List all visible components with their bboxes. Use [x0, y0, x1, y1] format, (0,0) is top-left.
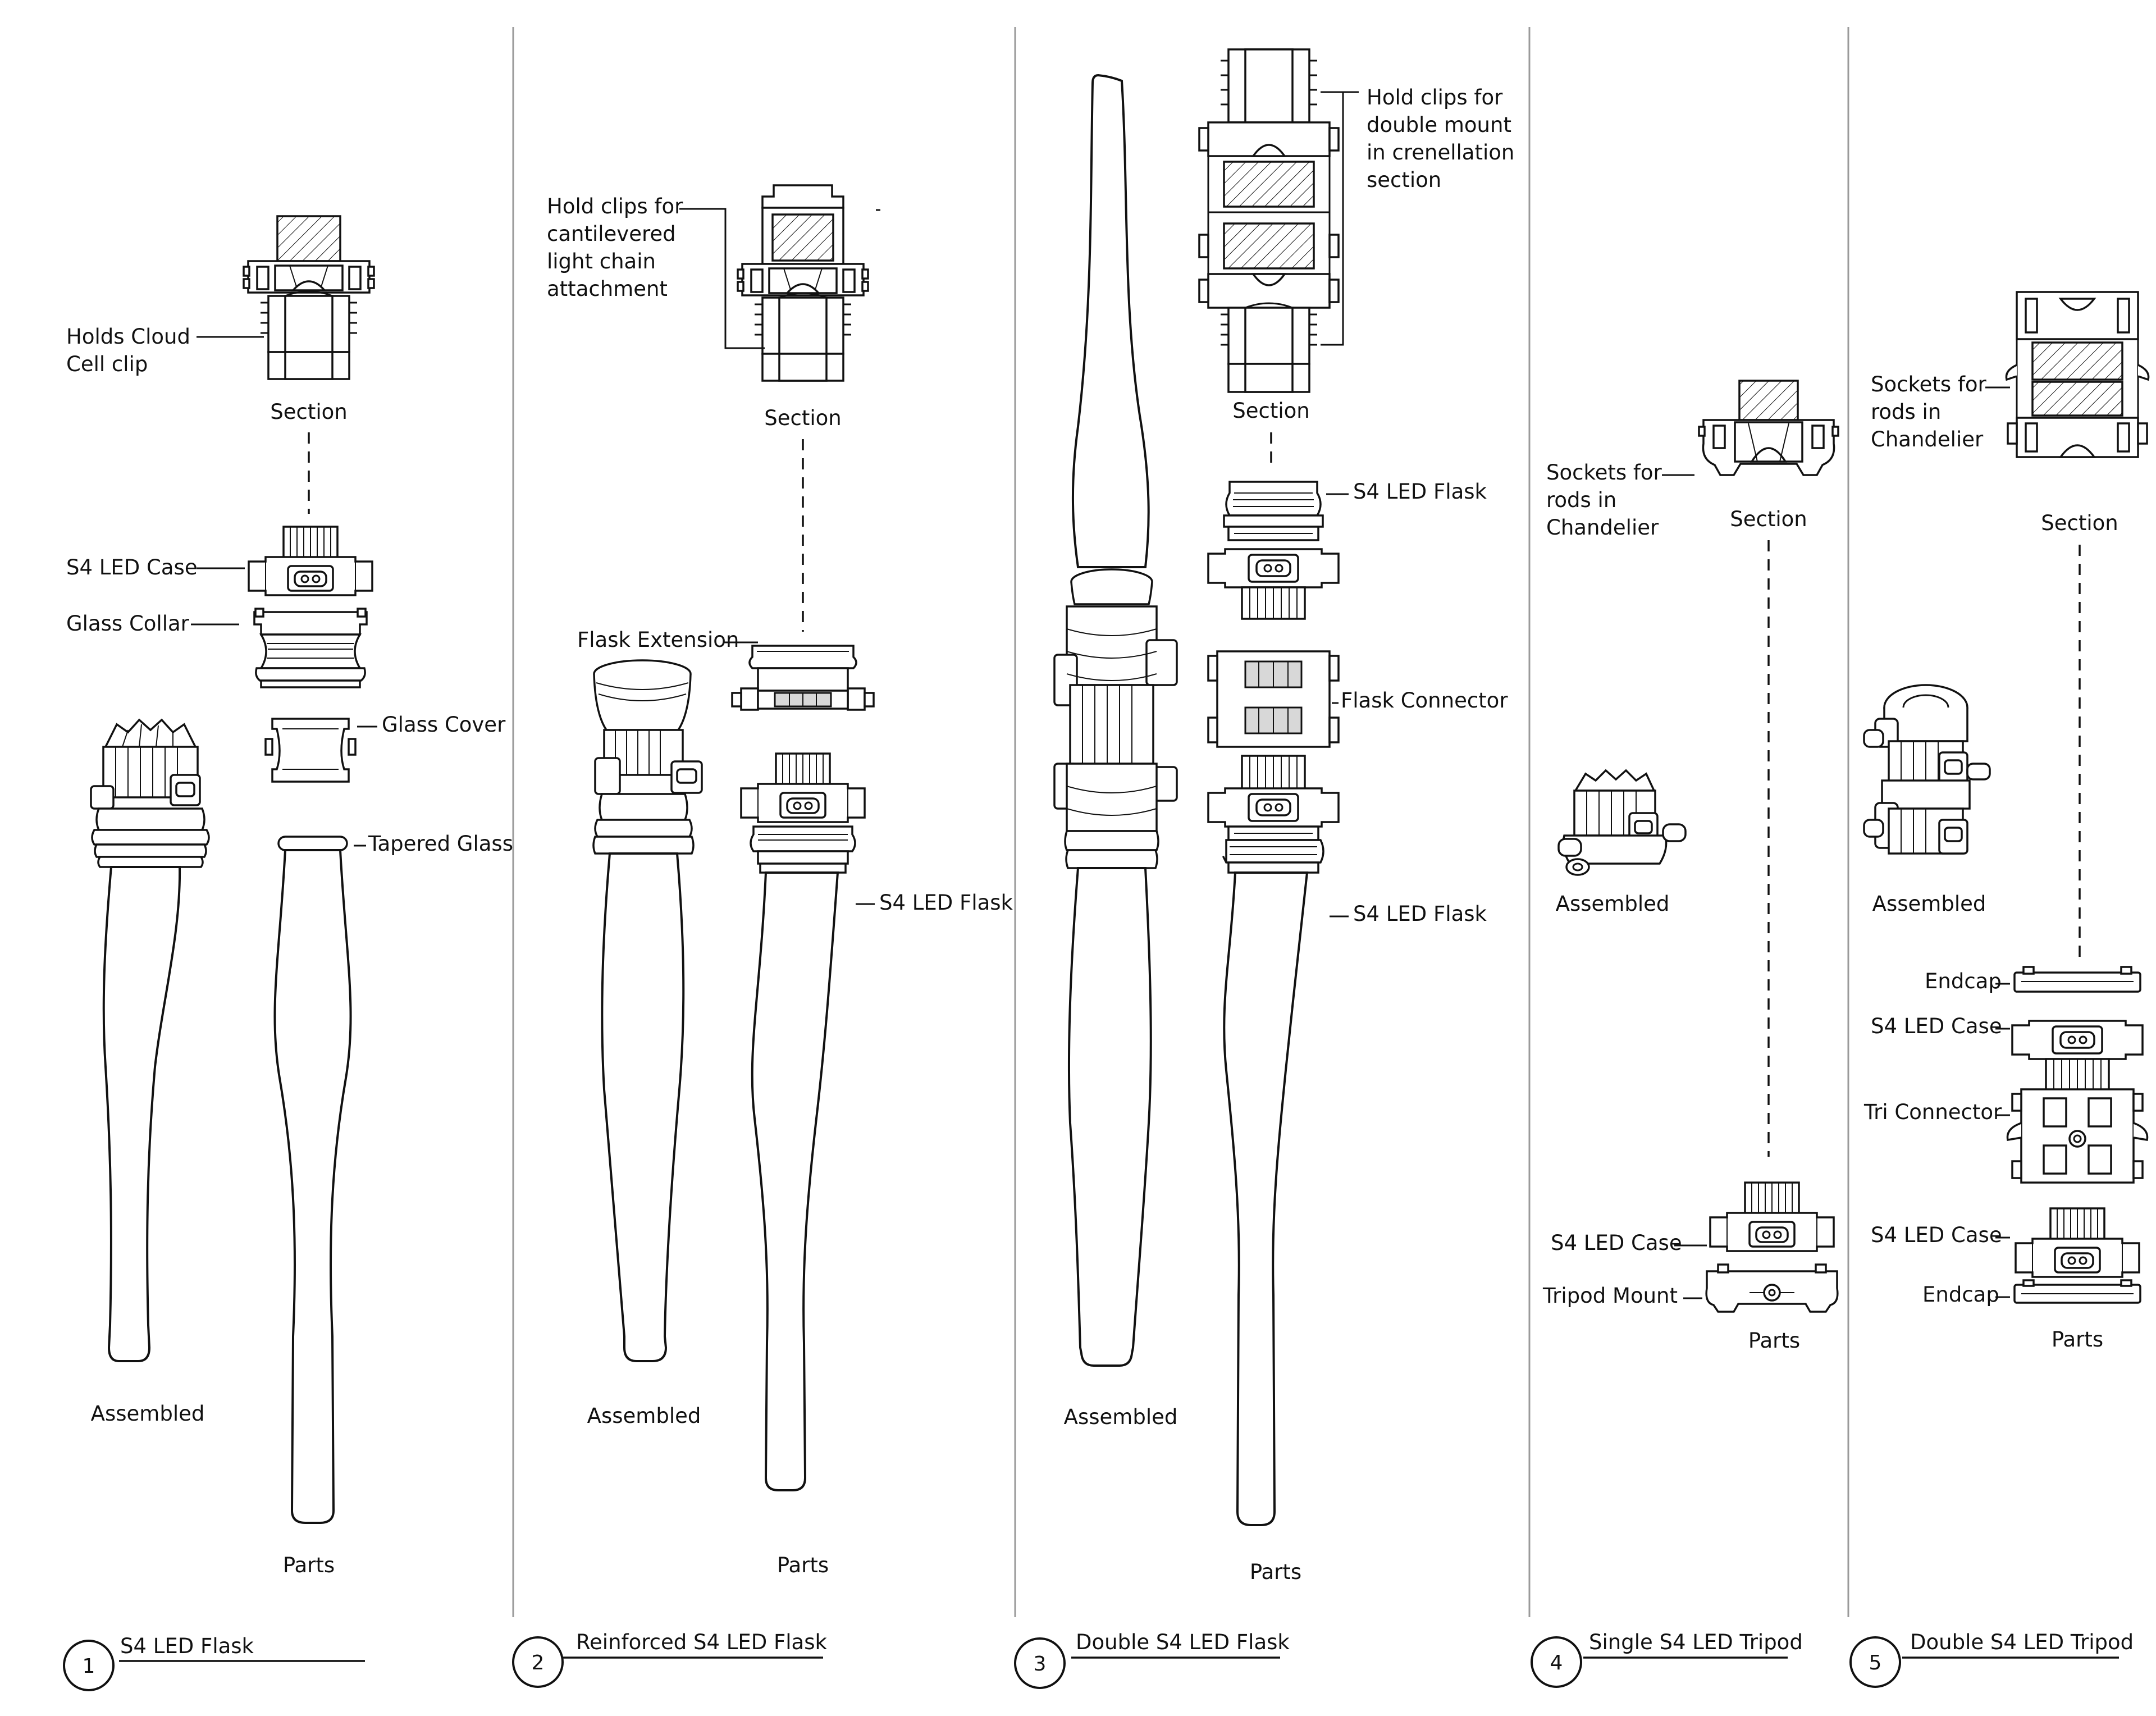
s4-led-case-label: S4 LED Case	[1551, 1231, 1682, 1255]
holds-cloud-label-line2: Cell clip	[66, 352, 148, 376]
s4-led-case-bottom-label: S4 LED Case	[1871, 1223, 2002, 1247]
section-label: Section	[1730, 507, 1807, 531]
hold-clips-label: Hold clips for	[547, 194, 683, 218]
parts-label: Parts	[1250, 1560, 1301, 1584]
flask-connector-label: Flask Connector	[1341, 688, 1508, 713]
sockets-label-line3: Chandelier	[1871, 427, 1984, 451]
parts-label: Parts	[283, 1553, 335, 1577]
panel-title: Double S4 LED Tripod	[1910, 1630, 2134, 1654]
section-label: Section	[270, 400, 347, 424]
panel-number-badge	[1014, 1637, 1066, 1689]
section-drawing	[737, 184, 869, 382]
assembled-double-flask	[1053, 74, 1178, 1367]
s4-led-case-bottom-part	[2015, 1207, 2140, 1278]
panel-title: Single S4 LED Tripod	[1589, 1630, 1803, 1654]
tri-connector-label: Tri Connector	[1863, 1100, 2002, 1124]
s4-led-flask-label: S4 LED Flask	[879, 891, 1013, 915]
panel-number: 2	[532, 1651, 545, 1674]
panel-number: 1	[83, 1655, 95, 1678]
assembled-flask	[90, 719, 210, 1362]
s4-led-flask-top-label: S4 LED Flask	[1353, 480, 1487, 504]
sockets-label-line2: rods in	[1546, 488, 1616, 512]
tri-connector-part	[2006, 1088, 2149, 1184]
s4-led-case-top-label: S4 LED Case	[1871, 1014, 2002, 1038]
hold-clips-label-line2: cantilevered	[547, 222, 676, 246]
section-label: Section	[764, 406, 841, 430]
section-drawing	[2005, 291, 2150, 458]
panel-title: Reinforced S4 LED Flask	[576, 1630, 828, 1654]
assembled-tripod	[1557, 769, 1687, 876]
parts-label: Parts	[2052, 1327, 2103, 1352]
tapered-glass-label: Tapered Glass	[368, 832, 513, 856]
hold-clips-label: Hold clips for	[1367, 85, 1503, 109]
tripod-mount-part	[1705, 1263, 1839, 1313]
section-drawing	[1198, 48, 1340, 393]
section-label: Section	[1232, 399, 1309, 423]
hold-clips-label-line3: in crenellation	[1367, 140, 1514, 165]
panel-title: S4 LED Flask	[120, 1634, 254, 1658]
s4-led-flask-bottom-label: S4 LED Flask	[1353, 902, 1487, 926]
flask-extension-label: Flask Extension	[577, 628, 739, 652]
assembled-label: Assembled	[91, 1402, 205, 1426]
sockets-label-line2: rods in	[1871, 400, 1941, 424]
led-case-part	[740, 752, 866, 823]
assembled-label: Assembled	[1556, 892, 1670, 916]
panel-double-s4-led-flask: Hold clips for double mount in crenellat…	[1014, 48, 1514, 1689]
s4-led-flask-top-part	[1207, 481, 1340, 620]
flask-connector-part	[1207, 650, 1340, 748]
panel-number-badge	[63, 1640, 115, 1691]
panel-reinforced-s4-led-flask: Section Hold clips for cantilevered ligh…	[512, 184, 1013, 1688]
panel-title: Double S4 LED Flask	[1076, 1630, 1290, 1654]
s4-led-case-top-part	[2011, 1020, 2144, 1098]
panel-double-s4-led-tripod: Sockets for rods in Chandelier Section	[1849, 291, 2150, 1688]
section-drawing	[243, 215, 375, 380]
panel-number: 3	[1034, 1653, 1047, 1676]
endcap-bottom-part	[2013, 1279, 2141, 1304]
hold-clips-label-line3: light chain	[547, 249, 656, 273]
s4-led-flask-part	[750, 825, 856, 1491]
panel-single-s4-led-tripod: Sockets for rods in Chandelier Section A…	[1531, 380, 1839, 1688]
glass-collar-part	[253, 608, 368, 688]
sockets-label: Sockets for	[1546, 460, 1662, 485]
panel-number: 4	[1550, 1651, 1563, 1674]
holds-cloud-label: Holds Cloud	[66, 325, 190, 349]
sockets-label: Sockets for	[1871, 372, 1987, 396]
assembled-label: Assembled	[1064, 1405, 1178, 1429]
tapered-glass-part	[273, 836, 352, 1524]
hold-clips-label-line4: attachment	[547, 277, 668, 301]
glass-cover-label: Glass Cover	[382, 713, 506, 737]
panel-s4-led-flask: Section Holds Cloud Cell clip S4 LED Cas…	[63, 215, 513, 1691]
assembled-label: Assembled	[1872, 892, 1986, 916]
panel-number-badge	[1531, 1636, 1582, 1688]
tripod-mount-label: Tripod Mount	[1542, 1284, 1678, 1308]
section-drawing	[1698, 380, 1839, 476]
hold-clips-label-line4: section	[1367, 168, 1441, 192]
s4-led-case-label: S4 LED Case	[66, 555, 198, 579]
parts-label: Parts	[1748, 1329, 1800, 1353]
hold-clips-label-line2: double mount	[1367, 113, 1511, 137]
panel-number-badge	[1849, 1636, 1901, 1688]
panel-number: 5	[1869, 1651, 1882, 1674]
s4-led-case-part	[1709, 1181, 1835, 1252]
endcap-top-part	[2013, 966, 2141, 993]
assembled-reinforced-flask	[592, 659, 703, 1362]
assembled-double-tripod	[1863, 684, 1991, 855]
parts-label: Parts	[777, 1553, 829, 1577]
flask-extension-part	[731, 645, 875, 711]
panel-number-badge	[512, 1636, 564, 1688]
glass-collar-label: Glass Collar	[66, 611, 190, 636]
s4-led-flask-bottom-part	[1207, 755, 1340, 1526]
endcap-top-label: Endcap	[1925, 969, 2002, 993]
glass-cover-part	[264, 718, 357, 783]
s4-led-case-part	[248, 526, 373, 596]
section-label: Section	[2041, 511, 2118, 535]
sockets-label-line3: Chandelier	[1546, 515, 1659, 540]
assembled-label: Assembled	[587, 1404, 701, 1428]
endcap-bottom-label: Endcap	[1922, 1283, 1999, 1307]
